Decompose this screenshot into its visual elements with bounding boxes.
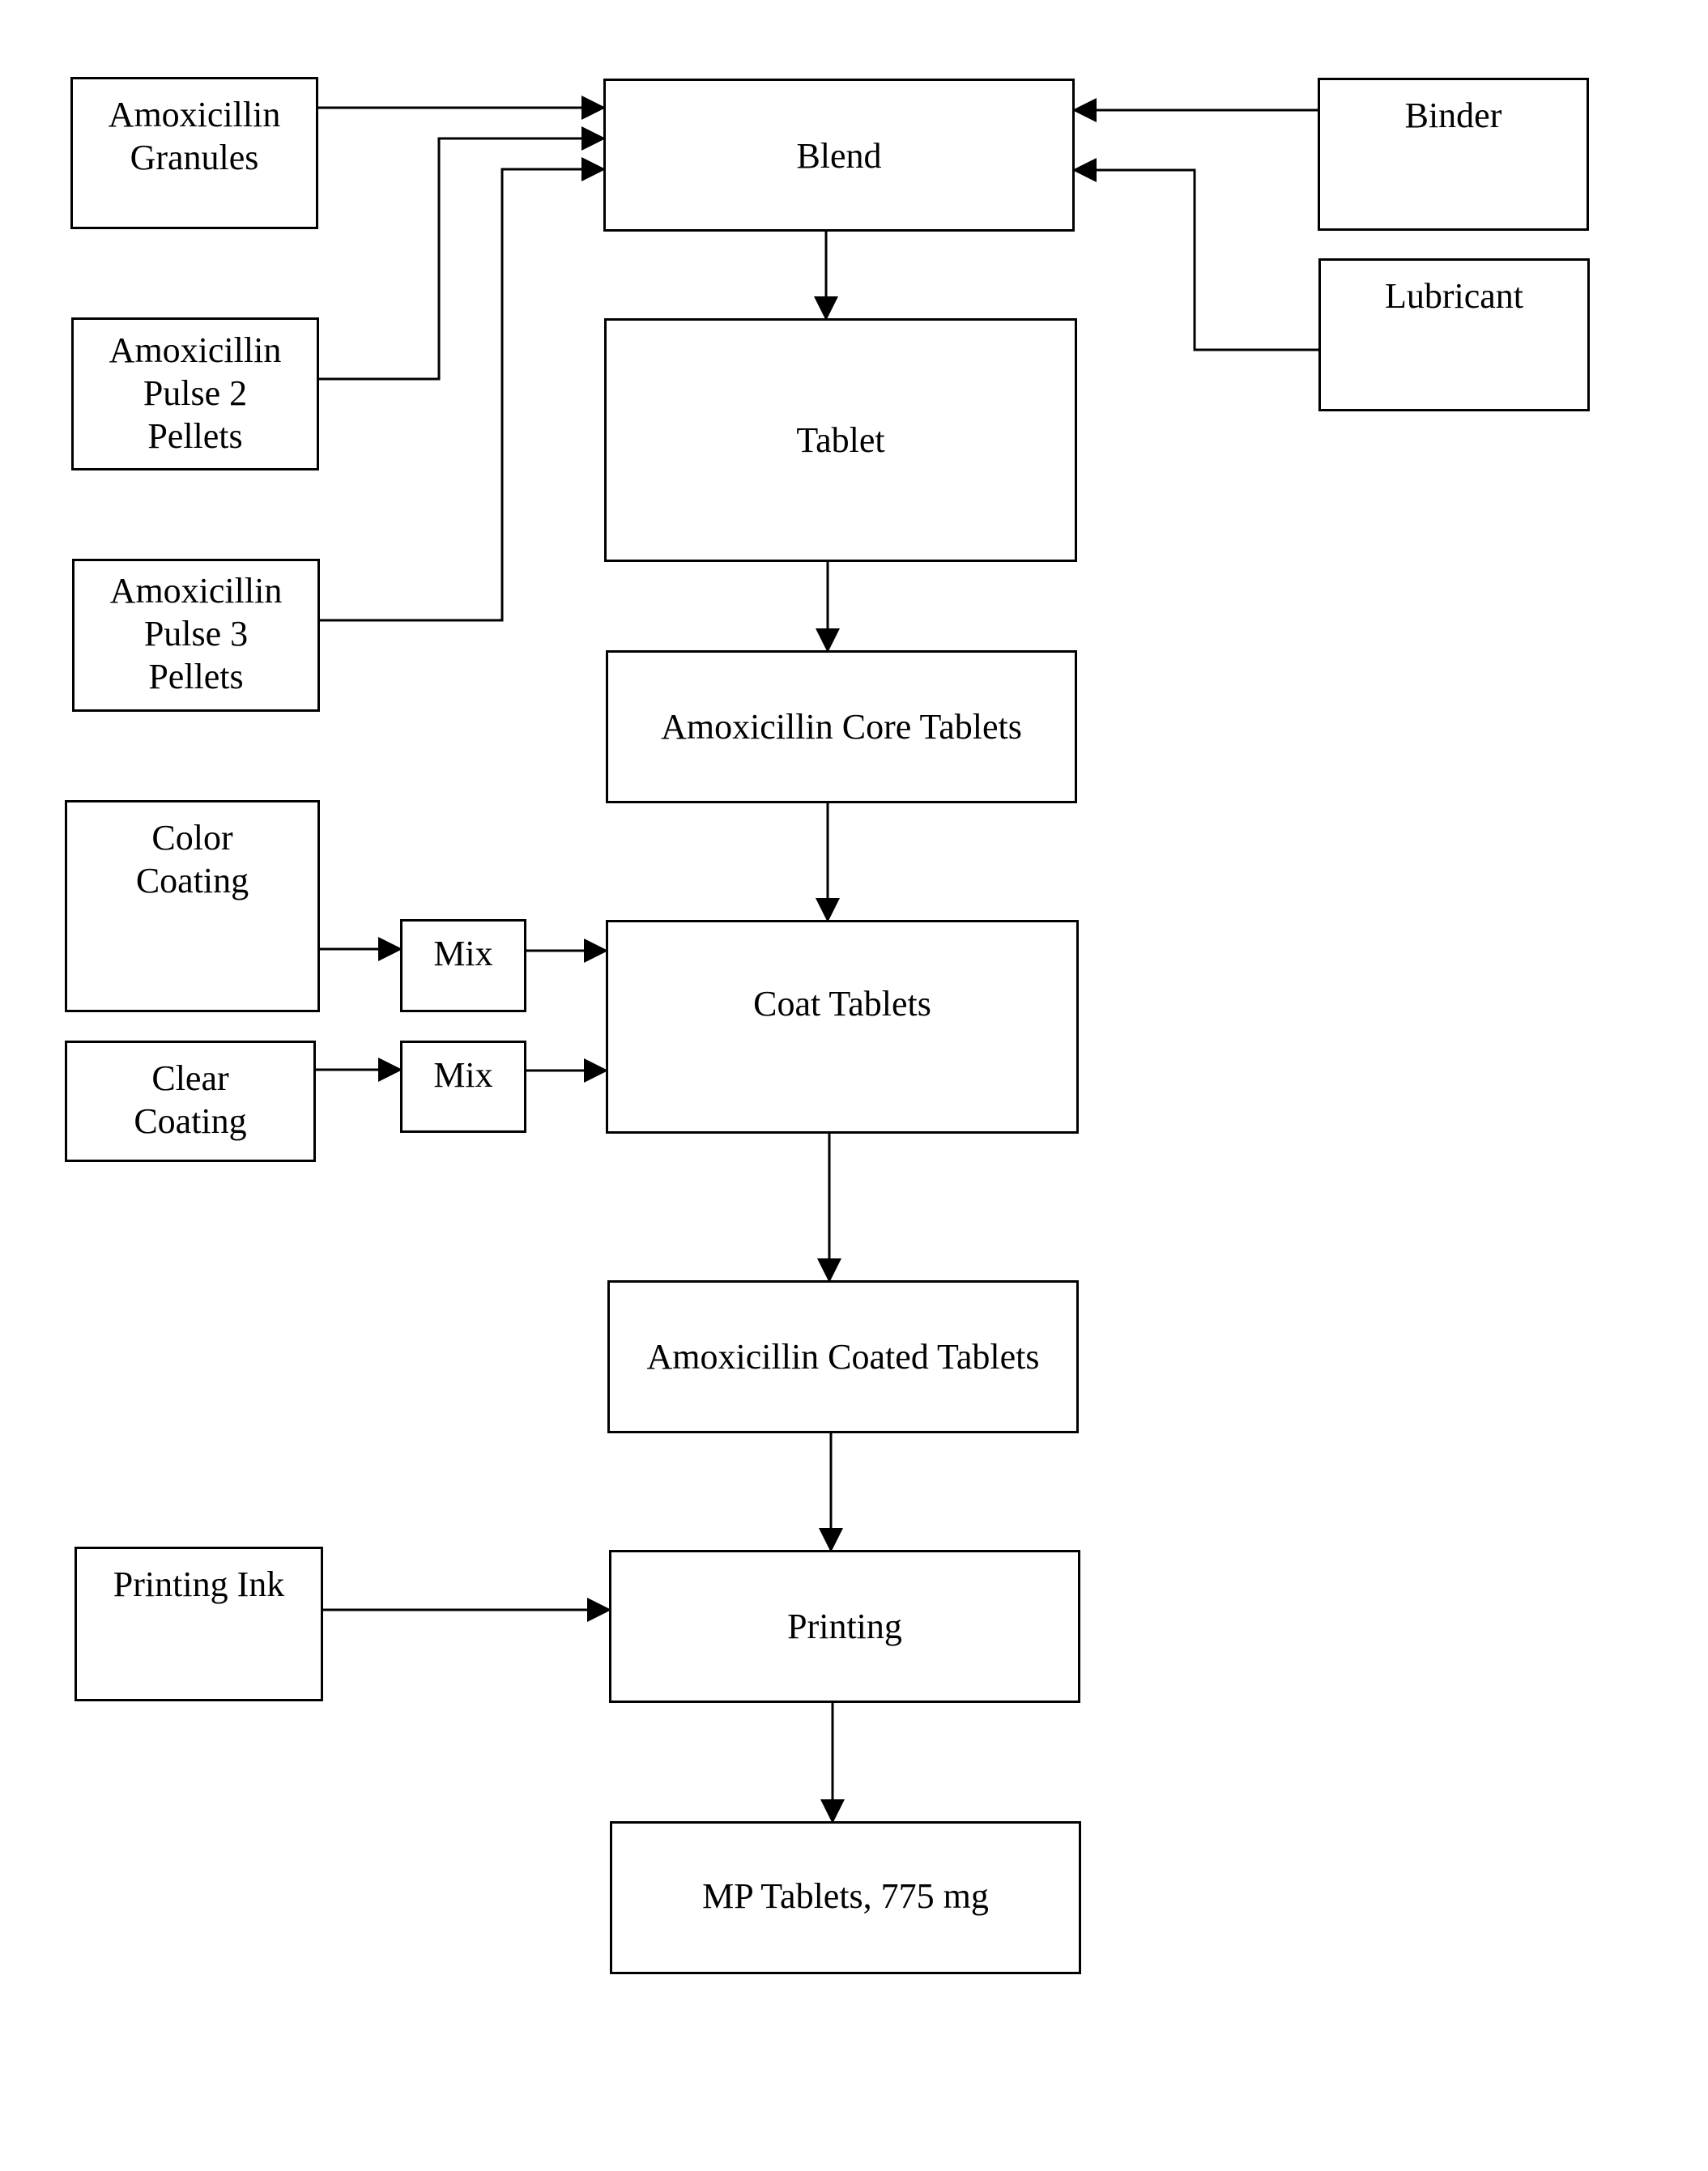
node-mp-tablets: MP Tablets, 775 mg <box>610 1821 1081 1974</box>
node-blend: Blend <box>603 79 1075 232</box>
node-color-coating: Color Coating <box>65 800 320 1012</box>
node-label-line: Amoxicillin Core Tablets <box>608 705 1075 748</box>
node-label-line: Color <box>67 816 317 859</box>
node-label-line: Granules <box>73 136 316 179</box>
node-label-line: Blend <box>606 134 1072 177</box>
node-label-line: Pellets <box>75 655 317 698</box>
node-amoxicillin-pulse-3-pellets: Amoxicillin Pulse 3 Pellets <box>72 559 320 712</box>
node-label-line: Amoxicillin <box>74 329 317 372</box>
node-amoxicillin-pulse-2-pellets: Amoxicillin Pulse 2 Pellets <box>71 317 319 470</box>
node-label-line: Pellets <box>74 415 317 458</box>
node-label-line: Coat Tablets <box>608 982 1076 1025</box>
arrow-amox-pulse3-to-blend <box>320 169 603 620</box>
node-mix-clear: Mix <box>400 1041 526 1133</box>
node-coat-tablets: Coat Tablets <box>606 920 1079 1134</box>
node-label-line: Lubricant <box>1321 275 1587 317</box>
node-label-line: MP Tablets, 775 mg <box>612 1875 1079 1918</box>
node-label-line: Clear <box>67 1057 313 1100</box>
node-clear-coating: Clear Coating <box>65 1041 316 1162</box>
node-label-line: Pulse 3 <box>75 612 317 655</box>
node-amoxicillin-core-tablets: Amoxicillin Core Tablets <box>606 650 1077 803</box>
node-label-line: Amoxicillin <box>73 93 316 136</box>
node-label-line: Coating <box>67 1100 313 1143</box>
node-amoxicillin-coated-tablets: Amoxicillin Coated Tablets <box>607 1280 1079 1433</box>
node-printing-ink: Printing Ink <box>75 1547 323 1701</box>
node-label-line: Mix <box>403 1054 524 1096</box>
node-label-line: Mix <box>403 932 524 975</box>
node-amoxicillin-granules: Amoxicillin Granules <box>70 77 318 229</box>
node-tablet: Tablet <box>604 318 1077 562</box>
node-label-line: Amoxicillin Coated Tablets <box>610 1335 1076 1378</box>
node-label-line: Coating <box>67 859 317 902</box>
node-label-line: Printing Ink <box>77 1563 321 1606</box>
arrow-amox-pulse2-to-blend <box>319 138 603 379</box>
node-printing: Printing <box>609 1550 1080 1703</box>
node-label-line: Printing <box>611 1605 1078 1648</box>
node-label-line: Binder <box>1320 94 1587 137</box>
node-binder: Binder <box>1318 78 1589 231</box>
node-mix-color: Mix <box>400 919 526 1012</box>
node-label-line: Tablet <box>607 419 1075 462</box>
node-label-line: Pulse 2 <box>74 372 317 415</box>
node-label-line: Amoxicillin <box>75 569 317 612</box>
arrow-lubricant-to-blend <box>1075 170 1318 350</box>
node-lubricant: Lubricant <box>1318 258 1590 411</box>
